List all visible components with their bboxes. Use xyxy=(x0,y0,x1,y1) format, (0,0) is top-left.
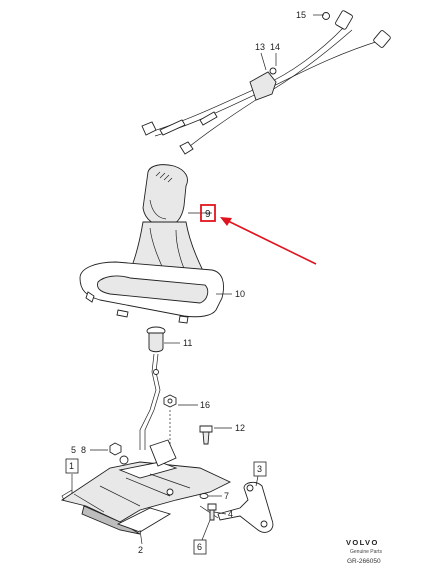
callout-8: 8 xyxy=(81,445,86,455)
callout-6: 6 xyxy=(197,542,202,552)
bolt xyxy=(207,503,217,521)
callout-16: 16 xyxy=(200,400,210,410)
bracket xyxy=(199,481,274,533)
volvo-logo: VOLVO xyxy=(346,538,379,547)
callout-13: 13 xyxy=(255,42,265,52)
cable-assembly xyxy=(141,10,391,155)
bushing xyxy=(146,326,166,353)
nut xyxy=(163,394,177,444)
hex-nut-8 xyxy=(109,442,122,456)
arrow-head xyxy=(220,217,232,226)
callout-9: 9 xyxy=(205,209,211,220)
callout-15: 15 xyxy=(296,10,306,20)
brand-subtitle: Genuine Parts xyxy=(350,549,382,555)
callout-box-3 xyxy=(253,461,267,477)
callout-box-6 xyxy=(193,539,207,555)
callout-3: 3 xyxy=(257,464,262,474)
shift-lever xyxy=(139,353,161,450)
callout-14: 14 xyxy=(270,42,280,52)
callout-box-1 xyxy=(65,458,79,474)
boot-frame xyxy=(79,261,224,324)
shifter-housing xyxy=(60,439,232,535)
callout-11: 11 xyxy=(183,338,192,348)
callout-12: 12 xyxy=(235,423,245,433)
washer xyxy=(199,493,209,499)
callout-10: 10 xyxy=(235,289,245,299)
brand-block: VOLVO Genuine Parts GR-266050 xyxy=(346,538,382,565)
callout-labels: 15 13 14 9 10 11 16 12 5 8 1 3 7 4 2 6 xyxy=(65,10,317,555)
callout-7: 7 xyxy=(224,491,229,501)
leader-lines xyxy=(71,14,324,545)
callout-1: 1 xyxy=(69,461,74,471)
callout-2: 2 xyxy=(138,545,143,555)
screw xyxy=(199,425,213,445)
callout-4: 4 xyxy=(228,509,233,519)
callout-5: 5 xyxy=(71,445,76,455)
diagram-reference: GR-266050 xyxy=(347,558,381,565)
highlight-arrow xyxy=(225,219,317,265)
gear-knob xyxy=(142,164,188,227)
highlight-box xyxy=(200,204,216,222)
